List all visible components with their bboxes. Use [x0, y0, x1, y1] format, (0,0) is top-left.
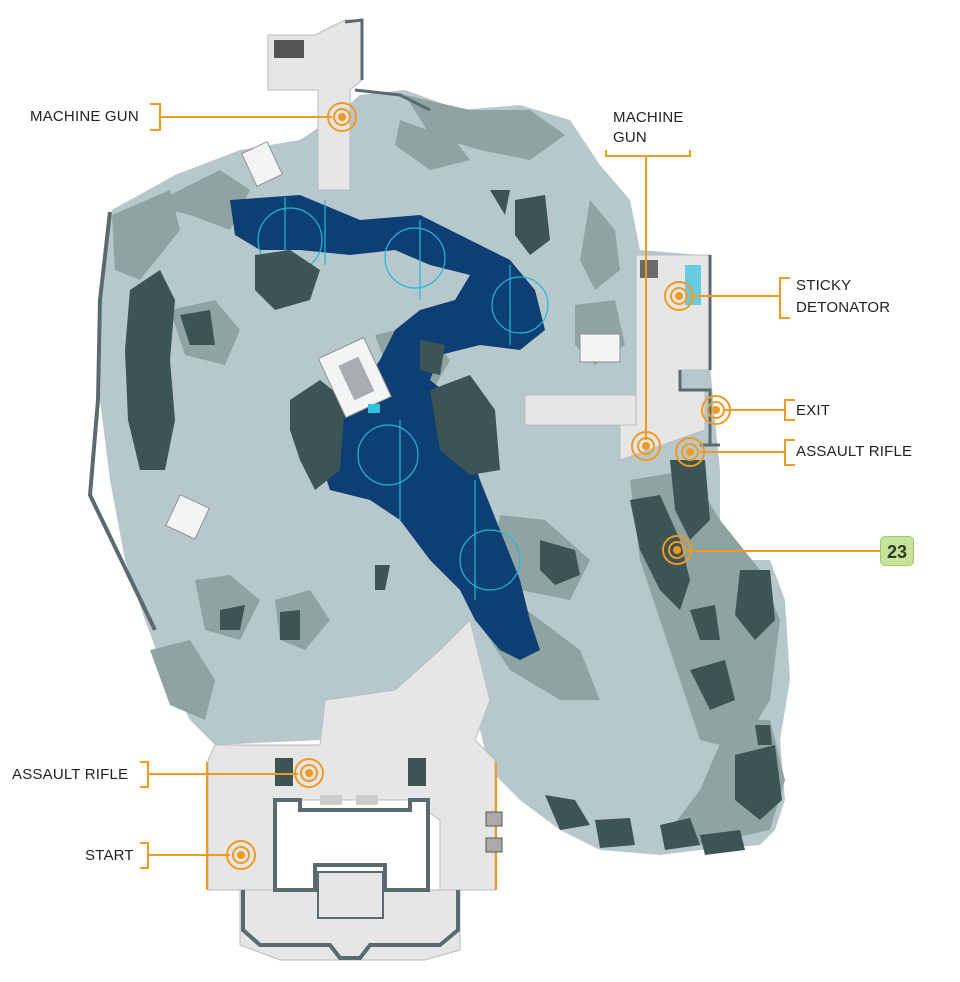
base-courtyard [273, 798, 430, 892]
label-sticky-detonator-line1: STICKY [796, 277, 852, 294]
building-walls [678, 255, 720, 447]
label-assault-rifle-right: ASSAULT RIFLE [796, 443, 913, 460]
label-machine-gun-top: MACHINE GUN [30, 108, 139, 125]
target-ring-icon [701, 395, 731, 425]
base-inner-room [317, 871, 384, 919]
base-outer-wall [241, 890, 460, 960]
target-ring-icon [662, 535, 692, 565]
vehicle-icon [165, 40, 701, 853]
target-ring-icon [664, 281, 694, 311]
target-ring-icon [631, 431, 661, 461]
target-ring-icon [226, 840, 256, 870]
pier-wall [344, 18, 431, 112]
label-sticky-detonator-line2: DETONATOR [796, 299, 891, 316]
leader-lines [140, 103, 880, 869]
label-machine-gun-right-line2: GUN [613, 129, 647, 146]
label-start: START [85, 847, 134, 864]
target-ring-icon [675, 437, 705, 467]
waypoint-badge: 23 [880, 536, 914, 566]
label-machine-gun-right-line1: MACHINE [613, 109, 684, 126]
target-ring-icon [294, 758, 324, 788]
target-ring-icon [327, 102, 357, 132]
rocks [125, 190, 782, 855]
cliff-edge [87, 211, 157, 631]
label-assault-rifle-left: ASSAULT RIFLE [12, 766, 129, 783]
label-exit: EXIT [796, 402, 831, 419]
lake-rings [257, 197, 549, 600]
lake [230, 195, 545, 660]
